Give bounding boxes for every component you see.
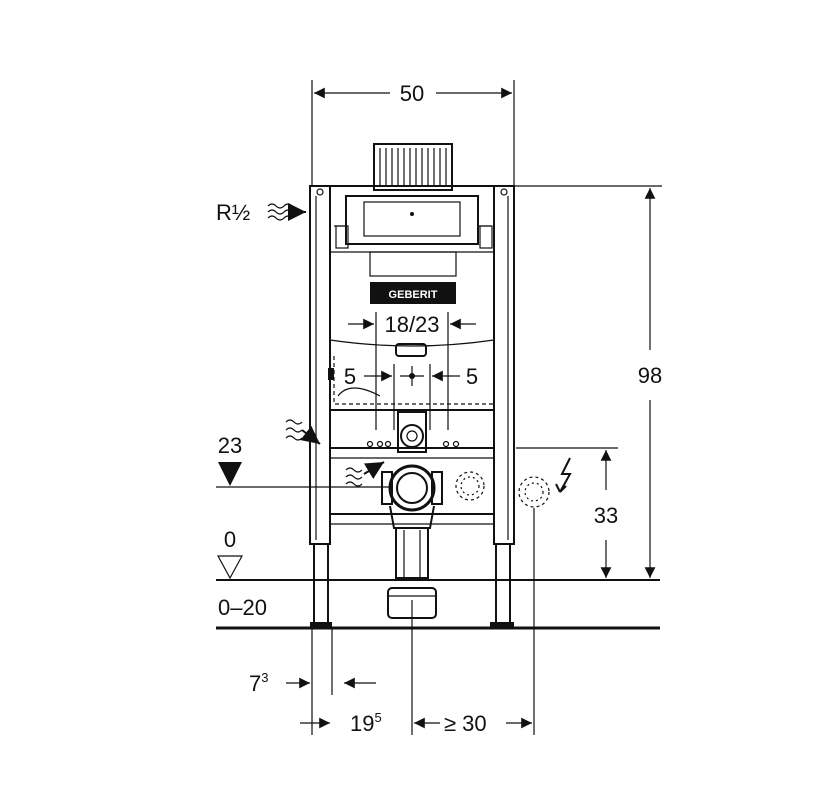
offset-right-label: 5 — [466, 364, 478, 389]
side-clearance-label: ≥ 30 — [444, 711, 487, 736]
drain-assembly — [381, 411, 443, 619]
floor-level-marker — [216, 555, 244, 580]
flush-spacing-label: 18/23 — [384, 312, 439, 337]
mounting-frame — [309, 185, 515, 629]
electric-socket-icon — [518, 476, 550, 735]
brand-label: GEBERIT — [389, 289, 438, 301]
dim-drain-offset — [300, 600, 532, 735]
floor-range-label: 0–20 — [218, 595, 267, 620]
dim-width — [311, 80, 515, 186]
offset-left-label: 5 — [344, 364, 356, 389]
drain-offset-label: 195 — [350, 710, 382, 736]
drain-height-marker — [216, 462, 390, 488]
dim-height — [514, 185, 662, 578]
width-label: 50 — [400, 81, 424, 106]
connection-label: R½ — [216, 200, 250, 225]
lightning-icon — [555, 457, 572, 493]
electric-box-dashed — [455, 471, 485, 501]
dim-power-height — [516, 447, 618, 578]
cistern: GEBERIT — [328, 143, 495, 405]
floor-lines — [216, 579, 660, 630]
frame-depth-label: 73 — [249, 670, 268, 696]
water-flow-icon-2 — [345, 461, 385, 487]
water-flow-icon — [285, 419, 321, 445]
height-label: 98 — [638, 363, 662, 388]
power-height-label: 33 — [594, 503, 618, 528]
water-inlet-icon — [267, 203, 306, 221]
drain-height-label: 23 — [218, 433, 242, 458]
dim-offsets — [364, 364, 460, 430]
dim-frame-depth — [286, 628, 376, 735]
floor-level-label: 0 — [224, 527, 236, 552]
dim-flush-spacing — [348, 312, 476, 430]
